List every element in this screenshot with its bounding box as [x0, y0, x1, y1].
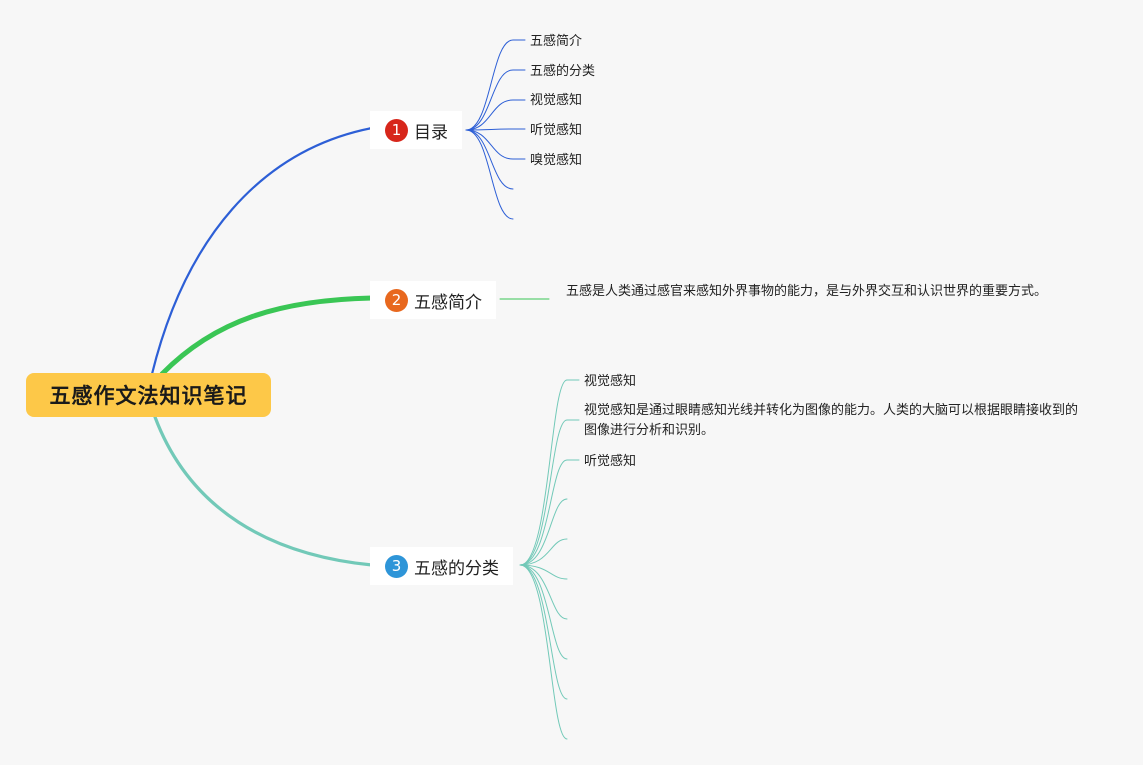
- subtopic-connector: [465, 128, 526, 131]
- subtopic-connector: [465, 39, 526, 131]
- topic-label: 五感的分类: [414, 558, 499, 579]
- number-badge-1-icon: 1: [385, 118, 408, 142]
- subtopic-connector: [519, 564, 568, 620]
- root-topic-label: 五感作文法知识笔记: [49, 384, 248, 408]
- subtopic-item[interactable]: 五感简介: [530, 34, 583, 49]
- branch-line-topic-1: [150, 126, 374, 376]
- subtopic-connector: [465, 69, 526, 131]
- subtopic-item[interactable]: 五感是人类通过感官来感知外界事物的能力，是与外界交互和认识世界的重要方式。: [566, 284, 1048, 299]
- topic-five-senses-classification[interactable]: 3 五感的分类: [370, 547, 513, 585]
- subtopic-connector: [465, 129, 514, 220]
- subtopic-item[interactable]: 视觉感知: [584, 374, 637, 389]
- subtopic-connector: [519, 498, 568, 566]
- subtopic-item[interactable]: 听觉感知: [584, 454, 637, 469]
- subtopic-connector: [519, 419, 580, 566]
- subtopic-connector: [519, 564, 568, 660]
- subtopic-item[interactable]: 视觉感知是通过眼睛感知光线并转化为图像的能力。人类的大脑可以根据眼睛接收到的图像…: [584, 403, 1079, 438]
- subtopic-item[interactable]: 视觉感知: [530, 93, 583, 108]
- subtopic-connector: [519, 459, 580, 566]
- topic-label: 五感简介: [414, 292, 482, 313]
- number-badge-2-icon: 2: [385, 288, 408, 312]
- subtopic-connector: [519, 564, 568, 580]
- subtopic-connector: [519, 379, 580, 566]
- subtopic-item[interactable]: 听觉感知: [530, 123, 583, 138]
- topic-table-of-contents[interactable]: 1 目录: [370, 111, 462, 149]
- subtopic-connector: [519, 538, 568, 566]
- subtopic-connector: [465, 99, 526, 131]
- topic-five-senses-intro[interactable]: 2 五感简介: [370, 281, 496, 319]
- subtopic-connector: [519, 564, 568, 740]
- branch-line-topic-3: [153, 415, 374, 567]
- subtopic-item[interactable]: 嗅觉感知: [530, 153, 583, 168]
- subtopic-item[interactable]: 五感的分类: [530, 64, 596, 79]
- root-topic[interactable]: 五感作文法知识笔记: [26, 373, 271, 417]
- number-badge-3-icon: 3: [385, 554, 408, 578]
- subtopic-connector: [465, 129, 526, 160]
- topic-label: 目录: [414, 122, 448, 143]
- subtopic-connector: [519, 564, 568, 700]
- subtopic-connector: [465, 129, 514, 190]
- branch-line-topic-2: [159, 295, 375, 377]
